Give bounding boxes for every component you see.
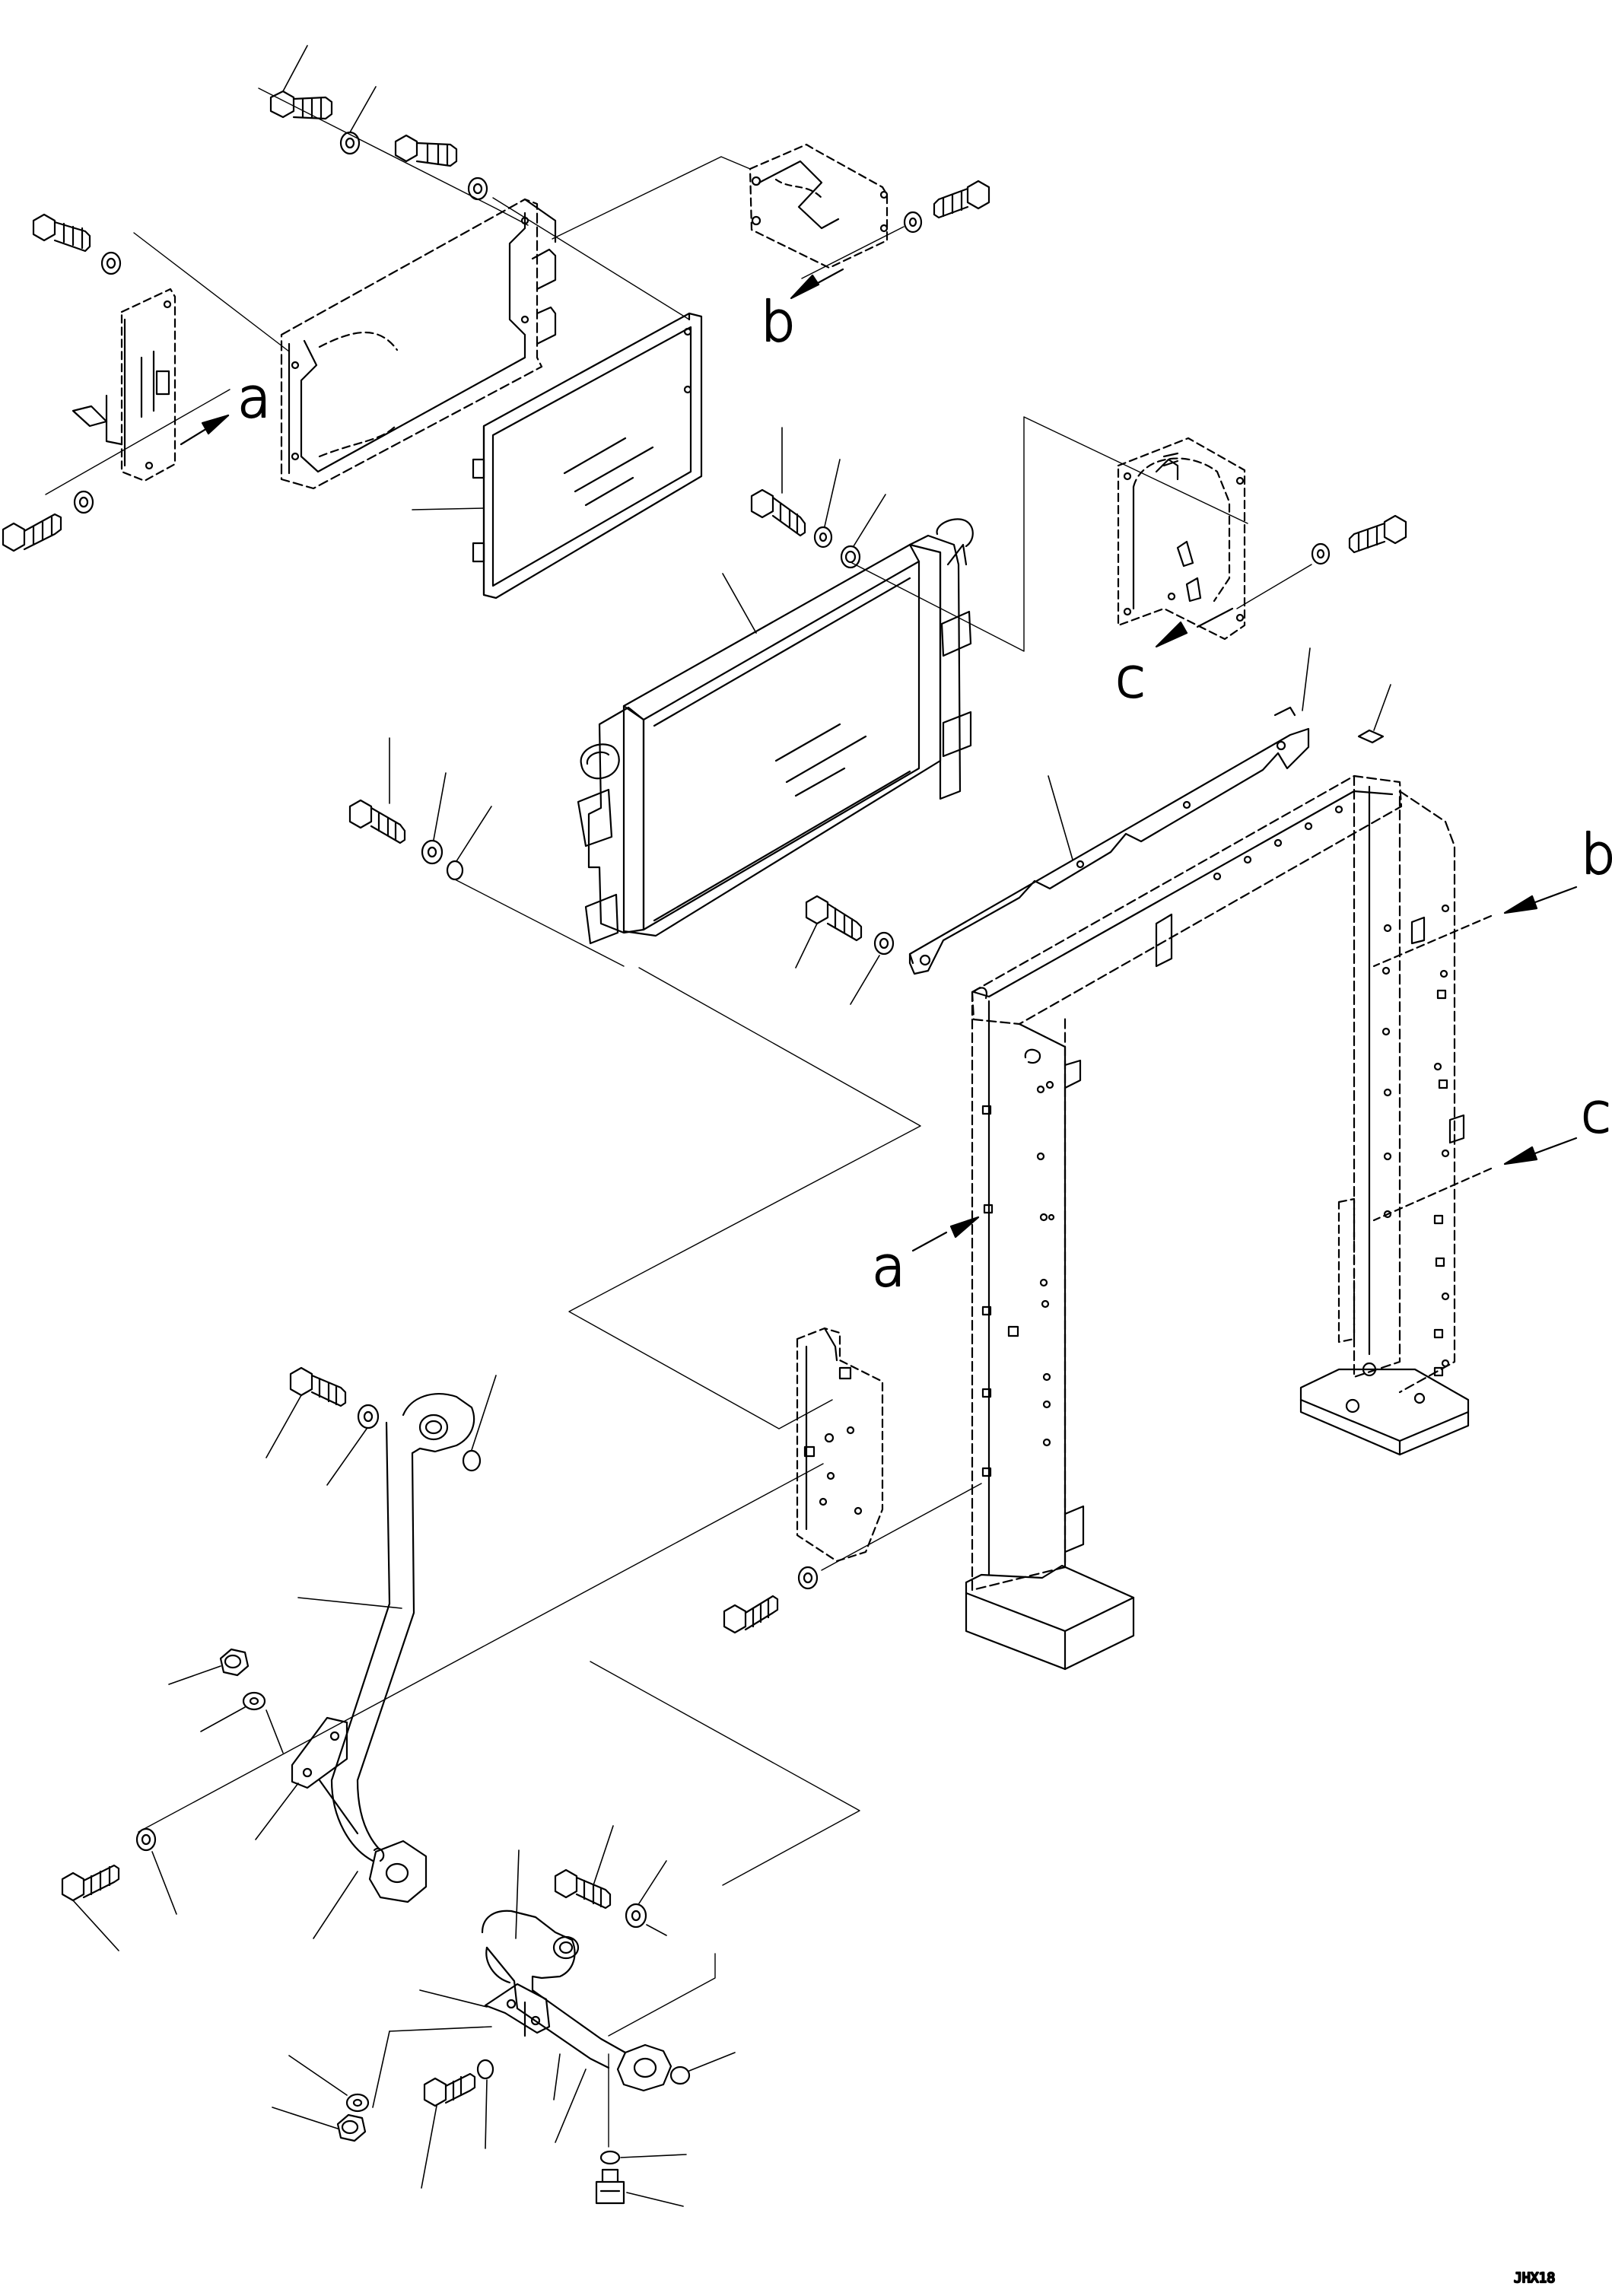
arrow-c-top bbox=[1155, 607, 1234, 648]
upper-right-bracket bbox=[749, 143, 889, 269]
arrow-c-frame bbox=[1372, 1137, 1578, 1222]
washer-pipe-5 bbox=[345, 2093, 370, 2113]
pipe-lower bbox=[481, 1910, 672, 2092]
arrow-a-frame bbox=[911, 1216, 980, 1252]
washer-left-1 bbox=[100, 251, 122, 275]
washer-pipe-3 bbox=[135, 1827, 157, 1852]
bolt-right-2 bbox=[1348, 514, 1407, 554]
bolt-top-1 bbox=[269, 90, 333, 120]
callout-c-top: c bbox=[1115, 646, 1146, 710]
bolt-left-1 bbox=[32, 213, 91, 253]
washer-right-1 bbox=[903, 211, 923, 234]
o-ring-drain bbox=[599, 2150, 621, 2165]
bolt-mid-1 bbox=[750, 488, 806, 537]
o-ring-pipe-2 bbox=[669, 2065, 691, 2085]
washer-pipe-4 bbox=[625, 1903, 647, 1929]
washer-mid-2 bbox=[840, 545, 861, 569]
washer-side-plate bbox=[797, 1566, 819, 1590]
bolt-pipe-4 bbox=[423, 2072, 476, 2107]
bolt-stay bbox=[805, 895, 863, 942]
washer-mid-left-1 bbox=[421, 839, 444, 865]
washer-mid-1 bbox=[813, 526, 833, 549]
condenser-panel bbox=[472, 312, 703, 599]
drain-plug bbox=[595, 2168, 625, 2205]
bolt-pipe-2 bbox=[61, 1864, 120, 1902]
large-bracket-frame bbox=[280, 198, 557, 490]
main-frame bbox=[965, 774, 1470, 1671]
arrow-b-top bbox=[790, 268, 844, 300]
washer-stay bbox=[873, 931, 895, 956]
drawing-code: JHX18 bbox=[1514, 2270, 1555, 2286]
bolt-mid-left bbox=[348, 799, 406, 844]
side-cover-bracket bbox=[1117, 437, 1246, 641]
arrow-a-top bbox=[180, 414, 230, 446]
callout-b-top: b bbox=[761, 290, 796, 354]
washer-right-2 bbox=[1311, 542, 1331, 565]
callout-b-frame: b bbox=[1581, 822, 1612, 886]
intercooler-core bbox=[577, 518, 974, 945]
washer-pipe-1 bbox=[357, 1404, 380, 1429]
callout-a-frame: a bbox=[872, 1235, 905, 1299]
arrow-b-frame bbox=[1372, 886, 1578, 968]
bolt-pipe-1 bbox=[289, 1366, 347, 1407]
bolt-left-2 bbox=[2, 513, 62, 552]
washer-left-2 bbox=[73, 490, 94, 514]
callout-a-top: a bbox=[237, 366, 271, 430]
top-stay-beam bbox=[908, 706, 1385, 975]
washer-pipe-6 bbox=[476, 2059, 494, 2080]
nut-pipe-2 bbox=[336, 2113, 367, 2142]
pipe-upper bbox=[291, 1393, 475, 1903]
bolt-top-2 bbox=[394, 134, 458, 167]
side-plate bbox=[796, 1327, 884, 1563]
callout-c-frame: c bbox=[1581, 1081, 1611, 1145]
bolt-side-plate bbox=[723, 1595, 779, 1634]
washer-top-1 bbox=[339, 131, 361, 155]
washer-pipe-2 bbox=[242, 1691, 266, 1711]
o-ring-pipe-1 bbox=[462, 1449, 482, 1472]
washer-mid-left-2 bbox=[446, 860, 464, 881]
bolt-right-1 bbox=[933, 180, 990, 219]
left-mount-bracket bbox=[72, 288, 176, 482]
nut-pipe bbox=[219, 1648, 250, 1677]
bolt-pipe-3 bbox=[554, 1868, 612, 1910]
